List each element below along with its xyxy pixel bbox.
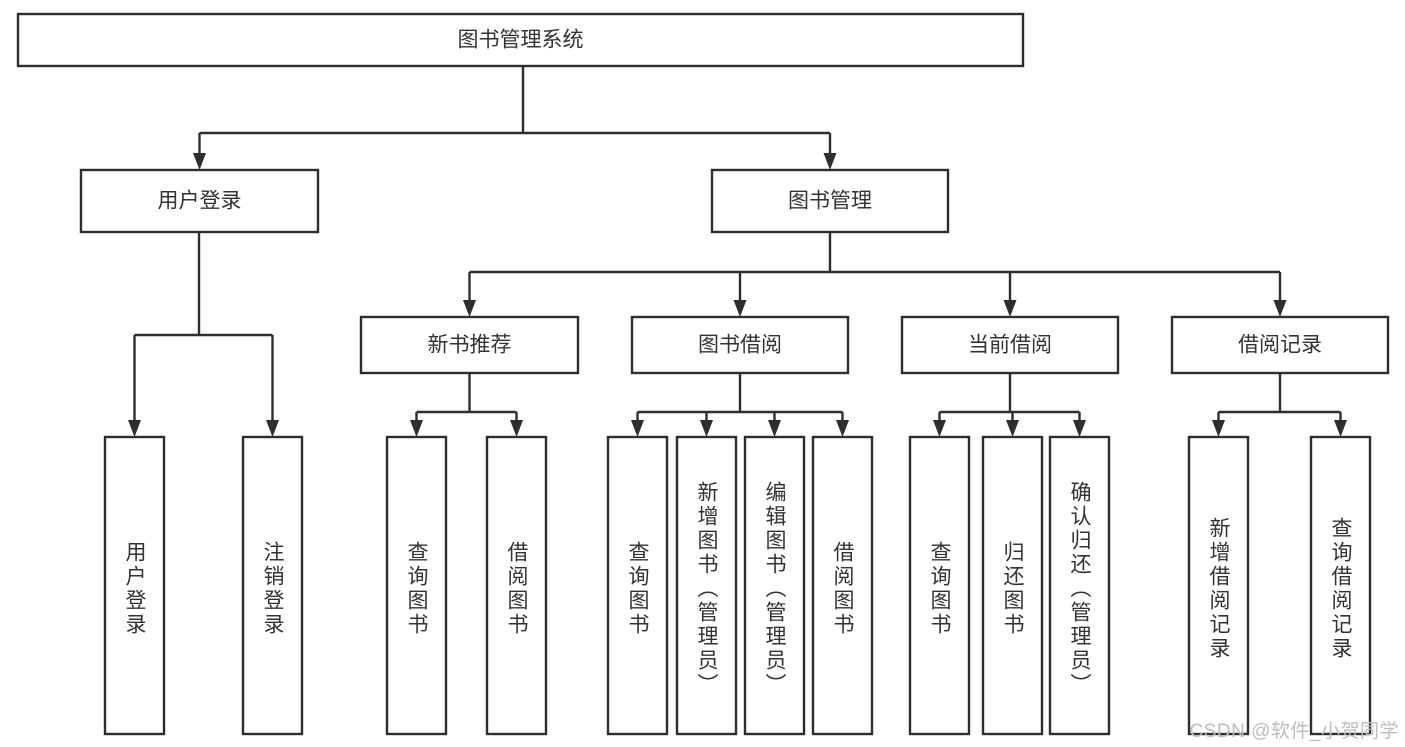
arrow-head-icon [510, 420, 523, 437]
node-box-root[interactable] [16, 12, 1025, 68]
arrow-head-icon [463, 300, 476, 317]
csdn-watermark: CSDN @软件_小贺同学 [1189, 721, 1399, 742]
leaf-box-leaf-borrow-book-1[interactable] [485, 435, 548, 736]
node-box-book-manage[interactable] [710, 168, 950, 234]
node-label-root: 图书管理系统 [458, 29, 584, 52]
boxes-layer [16, 12, 1390, 736]
arrow-head-icon [410, 420, 423, 437]
arrow-head-icon [1273, 300, 1287, 317]
leaf-box-leaf-user-login[interactable] [103, 435, 166, 736]
leaf-box-leaf-query-record[interactable] [1309, 435, 1372, 736]
arrow-head-icon [193, 153, 206, 170]
leaf-box-leaf-query-book-1[interactable] [385, 435, 448, 736]
leaf-box-leaf-add-book[interactable] [675, 435, 738, 736]
arrow-head-icon [1212, 420, 1225, 437]
node-label-borrow-record: 借阅记录 [1238, 334, 1322, 357]
arrow-head-icon [1334, 420, 1347, 437]
arrow-head-icon [1073, 420, 1086, 437]
connectors-layer [128, 66, 1347, 437]
arrow-head-icon [700, 420, 713, 437]
node-box-user-login[interactable] [79, 168, 320, 234]
arrow-head-icon [631, 420, 644, 437]
leaf-box-leaf-return-book[interactable] [981, 435, 1044, 736]
leaf-box-leaf-query-book-2[interactable] [606, 435, 669, 736]
arrow-head-icon [266, 420, 279, 437]
node-box-borrow-record[interactable] [1170, 315, 1390, 375]
node-label-user-login: 用户登录 [158, 190, 242, 213]
arrow-head-icon [768, 420, 781, 437]
leaf-box-leaf-add-record[interactable] [1187, 435, 1250, 736]
node-label-book-borrow: 图书借阅 [698, 334, 782, 357]
arrow-head-icon [823, 153, 837, 170]
arrow-head-icon [836, 420, 849, 437]
arrow-head-icon [1006, 420, 1019, 437]
arrow-head-icon [128, 420, 141, 437]
leaf-box-leaf-confirm-return[interactable] [1048, 435, 1111, 736]
node-label-book-manage: 图书管理 [788, 190, 872, 213]
leaf-box-leaf-logout[interactable] [241, 435, 304, 736]
leaf-box-leaf-edit-book[interactable] [743, 435, 806, 736]
node-label-current-borrow: 当前借阅 [968, 334, 1052, 357]
node-box-book-borrow[interactable] [630, 315, 850, 375]
arrow-head-icon [733, 300, 747, 317]
node-box-new-book-rec[interactable] [359, 315, 580, 375]
arrow-head-icon [1003, 300, 1017, 317]
node-box-current-borrow[interactable] [900, 315, 1120, 375]
leaf-box-leaf-borrow-book-2[interactable] [811, 435, 874, 736]
leaf-box-leaf-query-book-3[interactable] [908, 435, 971, 736]
node-label-new-book-rec: 新书推荐 [428, 334, 512, 357]
arrow-head-icon [933, 420, 946, 437]
